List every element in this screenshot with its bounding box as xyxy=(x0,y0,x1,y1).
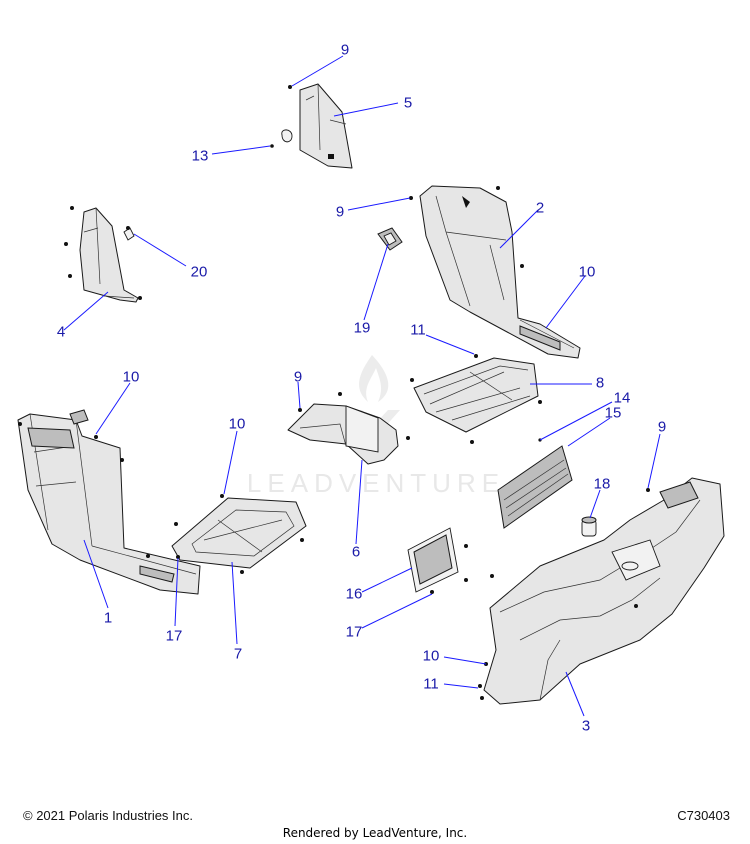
part-4-left-panel xyxy=(79,207,139,303)
callout-9: 9 xyxy=(341,42,349,59)
callout-5: 5 xyxy=(404,95,412,112)
part-6-tunnel-cover xyxy=(287,403,399,465)
watermark-text: LEADVENTURE xyxy=(247,468,505,498)
callout-6: 6 xyxy=(352,544,360,561)
callout-3: 3 xyxy=(582,718,590,735)
callout-8: 8 xyxy=(596,375,604,392)
part-19-grommet xyxy=(377,227,403,251)
callout-10: 10 xyxy=(423,648,440,665)
callout-9: 9 xyxy=(336,204,344,221)
part-18-bushing xyxy=(581,516,597,537)
callout-15: 16 xyxy=(346,586,363,603)
part-2-right-side-panel xyxy=(419,185,581,359)
callout-14: 15 xyxy=(605,405,622,422)
callout-10: 10 xyxy=(229,416,246,433)
part-5-bracket-panel xyxy=(281,83,353,169)
callout-9: 9 xyxy=(658,419,666,436)
part-1-left-side-panel xyxy=(17,413,201,595)
callout-7: 7 xyxy=(234,646,242,663)
callout-11: 11 xyxy=(423,676,439,693)
fasteners xyxy=(18,85,650,700)
callout-11: 11 xyxy=(410,322,426,339)
part-8-floor-plate xyxy=(413,357,539,433)
callout-18: 18 xyxy=(594,476,611,493)
part-10-grommet-left xyxy=(69,409,89,425)
callout-12: 13 xyxy=(192,148,209,165)
callout-17: 17 xyxy=(166,628,183,645)
callout-2: 2 xyxy=(536,200,544,217)
callout-1: 1 xyxy=(104,610,112,627)
callout-9: 9 xyxy=(294,369,302,386)
figure-id: C730403 xyxy=(677,808,730,823)
part-3-floor-tub xyxy=(483,477,725,705)
leader-lines xyxy=(63,55,661,717)
callout-19: 19 xyxy=(354,320,371,337)
callout-4: 4 xyxy=(57,324,65,341)
part-7-floor-plate xyxy=(171,497,307,569)
callout-13: 14 xyxy=(614,390,631,407)
copyright-notice: © 2021 Polaris Industries Inc. xyxy=(23,808,193,823)
callout-10: 10 xyxy=(123,369,140,386)
callout-10: 10 xyxy=(579,264,596,281)
part-15-vent-grille xyxy=(407,527,459,593)
callouts: 9 5 13 9 2 20 10 4 19 11 10 9 8 14 15 10… xyxy=(57,42,666,735)
part-14-footwell-panel xyxy=(497,445,573,529)
callout-16: 17 xyxy=(346,624,363,641)
rendered-by-credit: Rendered by LeadVenture, Inc. xyxy=(282,826,468,840)
callout-20: 20 xyxy=(191,264,208,281)
